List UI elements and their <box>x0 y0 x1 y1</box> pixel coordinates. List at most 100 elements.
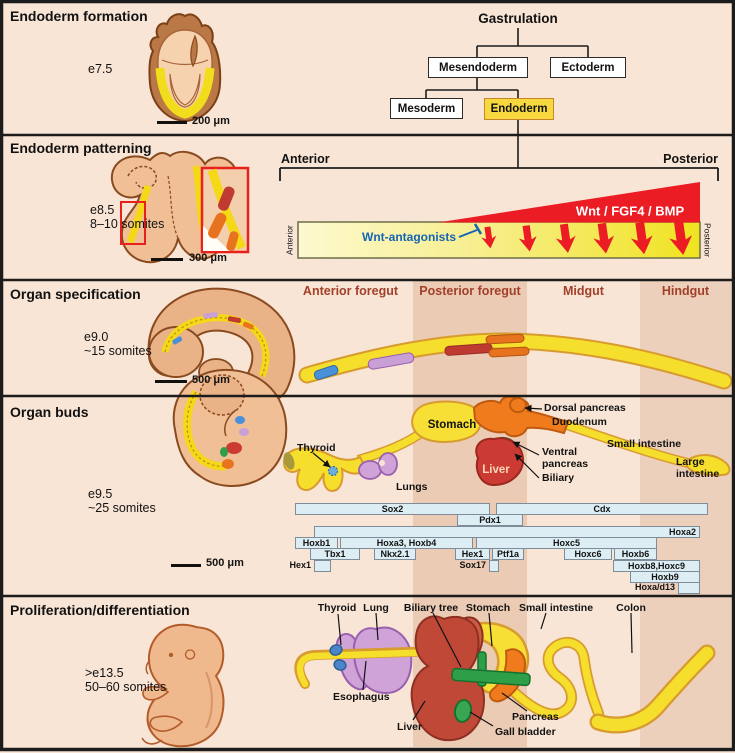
lungs-bud <box>358 452 398 480</box>
gene-label-hex1: Hex1 <box>289 559 311 570</box>
pointer-line <box>432 612 462 668</box>
organ-label-stomach: Stomach <box>427 419 477 431</box>
panel-title-organ-buds: Organ buds <box>10 404 89 420</box>
wnt-antagonists-label: Wnt-antagonists <box>362 230 456 244</box>
thyroid-bud <box>327 465 339 477</box>
stage-e13-5: >e13.5 <box>85 666 124 680</box>
stage-e9-5: e9.5 <box>88 487 113 501</box>
pointer-line <box>524 404 543 412</box>
organ-label-colon: Colon <box>616 602 646 614</box>
organ-label-thyroid: Thyroid <box>317 602 357 614</box>
scale-label-300um: 300 μm <box>189 252 227 264</box>
stage-e7-5: e7.5 <box>88 62 113 76</box>
scale-bar-500um-p4 <box>171 564 201 567</box>
thyroid-organ <box>329 644 347 671</box>
stage-e8-5: e8.5 <box>90 203 115 217</box>
stage-e9-0: e9.0 <box>84 330 109 344</box>
organ-label-duodenum: Duodenum <box>552 416 607 428</box>
organ-label-biliary-tree: Biliary tree <box>403 602 459 614</box>
somites-e9-0: ~15 somites <box>84 344 152 358</box>
bar-posterior-label: Posterior <box>702 222 713 257</box>
pointer-line <box>488 612 493 647</box>
pointer-line <box>312 452 331 468</box>
posterior-axis-label: Posterior <box>663 152 718 166</box>
scale-label-200um: 200 μm <box>192 115 230 127</box>
organ-label-liver: Liver <box>397 721 423 733</box>
panel-title-specification: Organ specification <box>10 286 141 302</box>
pointer-line <box>630 612 633 654</box>
pointer-line <box>337 613 342 646</box>
pointer-line <box>514 453 540 479</box>
lungs-organ <box>335 626 413 695</box>
region-header: Anterior foregut <box>302 284 399 298</box>
gene-bar-hoxc6: Hoxc6 <box>564 548 612 561</box>
region-header: Posterior foregut <box>419 284 521 298</box>
organ-label-ventral-pancreas: Ventral pancreas <box>542 446 589 470</box>
region-header: Hindgut <box>661 284 710 298</box>
organ-label-lung: Lung <box>363 602 389 614</box>
organ-label-dorsal-pancreas: Dorsal pancreas <box>544 402 626 414</box>
organ-label-thyroid: Thyroid <box>297 442 336 454</box>
pointer-line <box>501 692 528 712</box>
gene-bar-hoxa3-hoxb4: Hoxa3, Hoxb4 <box>340 536 473 549</box>
gene-label-hoxa-d13: Hoxa/d13 <box>634 582 675 593</box>
organ-label-pancreas: Pancreas <box>512 711 559 723</box>
gene-bar-hoxb1: Hoxb1 <box>295 536 338 549</box>
organ-label-liver: Liver <box>482 464 510 476</box>
intestine-organ <box>508 637 716 734</box>
pointer-line <box>512 441 540 456</box>
gene-bar-hex1: Hex1 <box>455 548 490 561</box>
flowchart-title: Gastrulation <box>478 11 558 26</box>
gene-bar-hex1 <box>314 559 331 572</box>
flow-node-endoderm: Endoderm <box>484 98 554 120</box>
pointer-line <box>540 612 547 630</box>
gene-bar-nkx2-1: Nkx2.1 <box>374 548 416 561</box>
liver-bud <box>475 437 525 487</box>
pointer-line <box>469 711 494 727</box>
wnt-fgf4-bmp-label: Wnt / FGF4 / BMP <box>575 203 685 219</box>
scale-bar-300um <box>151 258 183 261</box>
organ-label-small-intestine: Small intestine <box>518 602 594 614</box>
gene-bar-sox2: Sox2 <box>295 503 490 515</box>
biliary-tree-organ <box>451 651 531 687</box>
gene-bar-cdx: Cdx <box>496 503 708 515</box>
organ-bud-map <box>282 395 731 493</box>
organ-label-esophagus: Esophagus <box>333 691 390 703</box>
gene-bar-sox17 <box>489 559 499 572</box>
pointer-line <box>362 660 367 691</box>
somites-e13-5: 50–60 somites <box>85 680 167 694</box>
embryo-e7-5-illustration <box>148 13 222 123</box>
organ-label-gall-bladder: Gall bladder <box>495 726 556 738</box>
gene-bar-hoxb9: Hoxb9 <box>630 570 700 583</box>
ap-bracket <box>279 167 719 181</box>
wnt-fgf4-bmp-wedge <box>438 182 700 223</box>
organ-label-large-intestine: Large intestine <box>676 456 720 480</box>
bar-anterior-label: Anterior <box>284 225 295 255</box>
fetus-illustration <box>141 623 225 748</box>
gene-bar-hoxb6: Hoxb6 <box>614 548 657 561</box>
region-header: Midgut <box>563 284 604 298</box>
panel-title-differentiation: Proliferation/differentiation <box>10 602 190 618</box>
scale-bar-200um <box>157 121 187 124</box>
flowchart-connectors <box>425 28 589 168</box>
panel-title-formation: Endoderm formation <box>10 8 148 24</box>
panel-title-patterning: Endoderm patterning <box>10 140 152 156</box>
pointer-line <box>412 700 426 721</box>
pancreas-duodenum-buds <box>472 395 570 438</box>
embryo-e8-5-illustration <box>110 150 250 264</box>
esophagus-organ <box>296 647 474 688</box>
signal-arrows <box>481 221 693 255</box>
gut-tube-illustration <box>298 332 733 390</box>
somites-e9-5: ~25 somites <box>88 501 156 515</box>
gene-bar-hoxb8-hoxc9: Hoxb8,Hoxc9 <box>613 559 700 572</box>
gene-bar-hoxc5: Hoxc5 <box>476 536 657 549</box>
scale-label-500um-p4: 500 μm <box>206 557 244 569</box>
pointer-line <box>375 612 379 641</box>
gene-bar-hoxa-d13 <box>678 582 700 595</box>
anterior-axis-label: Anterior <box>281 152 330 166</box>
inhibition-connector <box>458 223 483 238</box>
gene-bar-hoxa2: Hoxa2 <box>314 525 700 538</box>
